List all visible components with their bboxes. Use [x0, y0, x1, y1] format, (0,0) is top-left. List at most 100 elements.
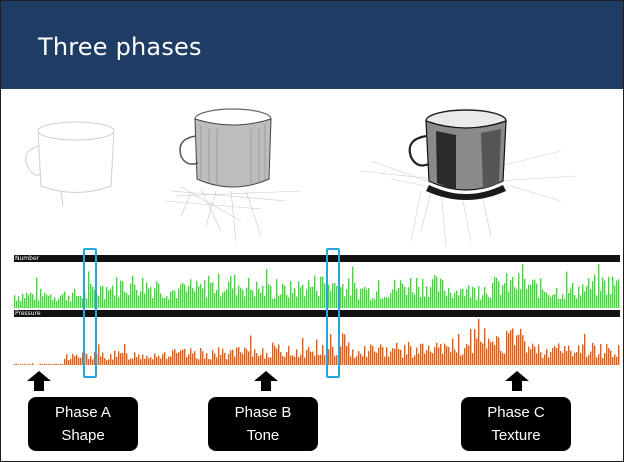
- number-bar: [536, 283, 538, 308]
- slide-title: Three phases: [38, 33, 202, 61]
- pressure-bar: [478, 319, 480, 365]
- number-bar: [220, 296, 222, 308]
- number-bar: [476, 299, 478, 308]
- number-bar: [466, 289, 468, 308]
- pressure-bar: [384, 356, 386, 365]
- number-bar: [34, 299, 36, 308]
- number-bar: [122, 281, 124, 308]
- phase-c-label: Phase C Texture: [461, 397, 571, 451]
- number-bar: [330, 291, 332, 308]
- pressure-bar: [428, 345, 430, 365]
- pressure-bar: [166, 358, 168, 365]
- number-bar: [458, 295, 460, 308]
- number-bar: [148, 288, 150, 308]
- pressure-bar: [76, 354, 78, 365]
- number-bar: [82, 298, 84, 308]
- number-bar: [288, 297, 290, 308]
- pressure-bar: [244, 347, 246, 365]
- number-bar: [170, 291, 172, 308]
- pressure-bar: [488, 338, 490, 365]
- number-bar: [246, 287, 248, 308]
- number-bar: [106, 286, 108, 308]
- pressure-bar: [236, 347, 238, 365]
- number-bar: [290, 281, 292, 308]
- number-bar: [234, 274, 236, 308]
- pressure-bar: [176, 353, 178, 365]
- number-bar: [414, 294, 416, 308]
- number-bar: [136, 290, 138, 308]
- number-bar: [268, 284, 270, 308]
- pressure-bar: [584, 334, 586, 365]
- pressure-bar: [452, 338, 454, 365]
- pressure-bar: [124, 343, 126, 365]
- pressure-bar: [150, 357, 152, 365]
- number-track-label: Number: [15, 255, 40, 262]
- number-bar: [600, 290, 602, 308]
- number-bar: [182, 282, 184, 308]
- cup-sketch-texture: [360, 109, 577, 247]
- pressure-bar: [258, 356, 260, 365]
- pressure-bar: [582, 344, 584, 365]
- number-bar: [68, 295, 70, 308]
- number-bar: [580, 295, 582, 308]
- pressure-bar: [578, 345, 580, 365]
- pressure-bar: [358, 351, 360, 365]
- pressure-bar: [174, 349, 176, 365]
- number-bar: [518, 273, 520, 308]
- pressure-bar: [178, 352, 180, 365]
- number-bar: [358, 299, 360, 308]
- number-bar: [116, 277, 118, 308]
- pressure-bar: [562, 353, 564, 365]
- pressure-bar: [20, 364, 22, 365]
- pressure-bar: [268, 357, 270, 365]
- pressure-bar: [28, 363, 30, 365]
- number-bar: [386, 297, 388, 308]
- number-bar: [408, 287, 410, 308]
- pressure-bar: [350, 356, 352, 365]
- number-bar: [438, 291, 440, 308]
- pressure-bar: [98, 344, 100, 365]
- number-bar: [426, 286, 428, 308]
- number-bar: [138, 295, 140, 308]
- number-bar: [160, 293, 162, 308]
- pressure-bar: [458, 333, 460, 365]
- pressure-bar: [172, 350, 174, 365]
- phase-c-description: Texture: [491, 427, 541, 444]
- phase-boundary-highlight-1: [83, 248, 97, 378]
- number-bar: [352, 266, 354, 308]
- pressure-bar: [156, 356, 158, 365]
- pressure-bar: [614, 354, 616, 365]
- number-bar: [588, 278, 590, 308]
- pressure-bar: [520, 328, 522, 365]
- number-bar: [546, 292, 548, 308]
- pressure-bar: [418, 353, 420, 365]
- number-bar: [32, 294, 34, 308]
- pressure-bar: [382, 347, 384, 365]
- number-bar: [612, 276, 614, 308]
- phase-a-name: Phase A: [55, 404, 111, 421]
- pressure-bar: [254, 349, 256, 365]
- pressure-bar: [402, 357, 404, 365]
- pressure-bar: [14, 363, 16, 365]
- number-bar: [310, 286, 312, 308]
- pressure-bar: [142, 354, 144, 365]
- pressure-bar: [610, 350, 612, 365]
- number-bar: [332, 283, 334, 308]
- pressure-bar: [508, 333, 510, 365]
- pressure-bar: [348, 342, 350, 365]
- pressure-bar: [304, 357, 306, 365]
- pressure-bar: [110, 354, 112, 365]
- pressure-bar: [132, 358, 134, 365]
- pressure-bar: [362, 356, 364, 365]
- pressure-bar: [474, 329, 476, 365]
- pressure-bar: [344, 334, 346, 365]
- pressure-bar: [390, 351, 392, 365]
- number-bar: [400, 280, 402, 308]
- pressure-bar: [470, 328, 472, 365]
- pressure-bar: [604, 353, 606, 365]
- pressure-bar: [392, 348, 394, 365]
- number-bar: [158, 283, 160, 308]
- pressure-bar: [588, 354, 590, 365]
- pressure-bar: [406, 354, 408, 365]
- pressure-bar: [52, 364, 54, 365]
